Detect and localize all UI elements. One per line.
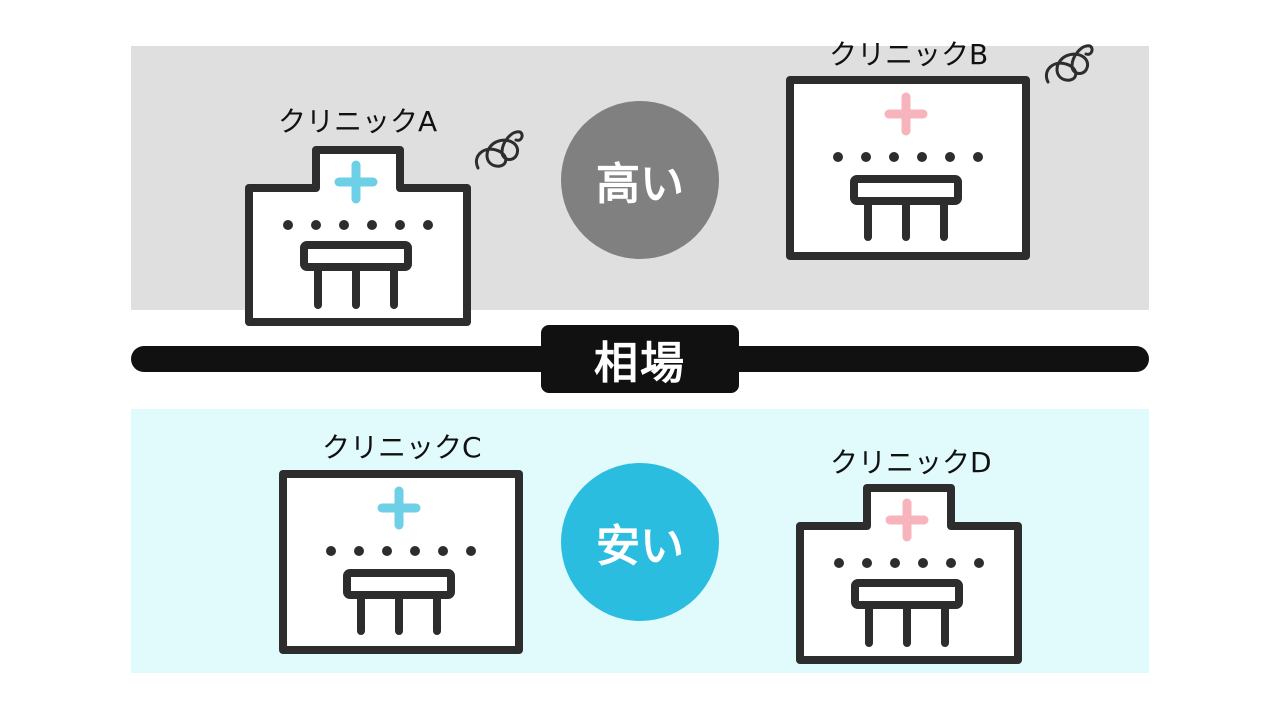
clinic-a-building-icon bbox=[245, 146, 471, 326]
worry-swirl-icon bbox=[1045, 44, 1094, 84]
clinic-b-label: クリニックB bbox=[829, 38, 989, 71]
clinic-c-label: クリニックC bbox=[322, 431, 482, 464]
clinic-d-label: クリニックD bbox=[830, 446, 992, 479]
low-price-badge: 安い bbox=[561, 463, 719, 621]
worry-swirl-icon bbox=[475, 130, 524, 170]
medical-cross-icon bbox=[884, 92, 928, 136]
clinic-d-building-icon bbox=[796, 484, 1022, 664]
clinic-a-label: クリニックA bbox=[278, 105, 438, 138]
medical-cross-icon bbox=[334, 160, 378, 204]
high-price-badge: 高い bbox=[561, 101, 719, 259]
clinic-b-building-icon bbox=[786, 76, 1030, 260]
market-price-label: 相場 bbox=[541, 325, 739, 393]
clinic-c-building-icon bbox=[279, 470, 523, 654]
medical-cross-icon bbox=[377, 486, 421, 530]
medical-cross-icon bbox=[885, 498, 929, 542]
